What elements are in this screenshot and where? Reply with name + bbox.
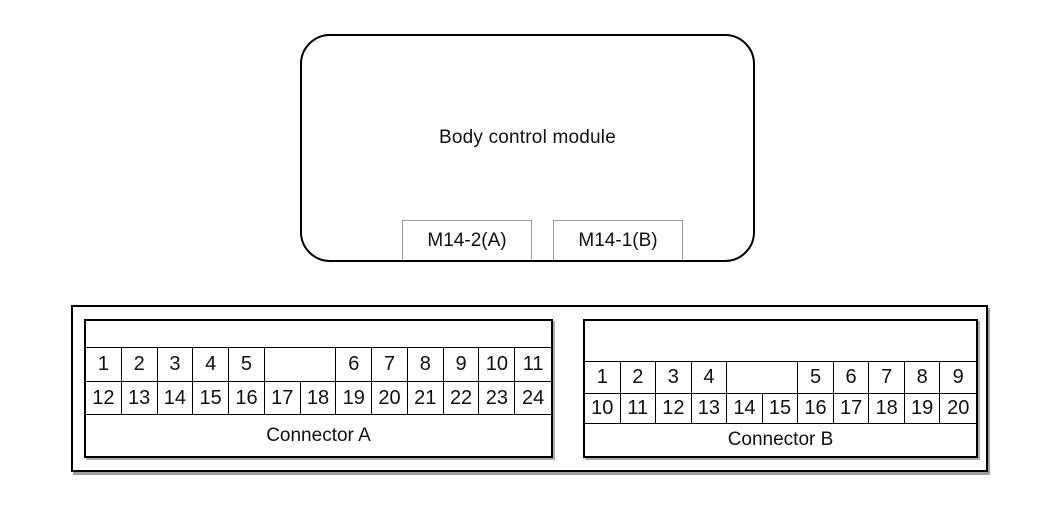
pin-b-8: 8 [905, 362, 941, 393]
connector-panel: 1 2 3 4 5 6 7 8 9 10 11 12 13 14 15 16 1… [71, 305, 988, 472]
pin-a-13: 13 [122, 382, 158, 414]
pin-b-5: 5 [798, 362, 834, 393]
pin-b-2: 2 [621, 362, 657, 393]
pin-a-5: 5 [229, 348, 265, 381]
pin-b-14: 14 [727, 394, 763, 423]
pin-b-9: 9 [952, 366, 964, 388]
pin-a-4: 4 [193, 348, 230, 381]
pin-a-17: 17 [265, 382, 301, 414]
connector-b-pin-row-2: 10 11 12 13 14 15 16 17 18 19 20 [585, 394, 976, 424]
connector-b-block: 1 2 3 4 5 6 7 8 9 10 11 12 13 14 15 16 1… [583, 319, 978, 458]
pin-b-4: 4 [692, 362, 728, 393]
pin-a-11: 11 [522, 353, 544, 375]
pin-b-6: 6 [834, 362, 870, 393]
pin-b-18: 18 [869, 394, 905, 423]
pin-a-21: 21 [408, 382, 444, 414]
module-connector-tag-label: M14-1(B) [578, 229, 658, 251]
pin-b-16: 16 [798, 394, 834, 423]
pin-a-14: 14 [158, 382, 194, 414]
pin-a-6: 6 [336, 348, 373, 381]
pin-a-9: 9 [444, 348, 480, 381]
pin-a-22: 22 [444, 382, 480, 414]
pin-b-15: 15 [763, 394, 799, 423]
pin-a-23: 23 [479, 382, 516, 414]
pin-a-8: 8 [408, 348, 444, 381]
connector-a-housing-strip [86, 321, 551, 348]
pin-a-20: 20 [372, 382, 408, 414]
pin-gap-b [727, 362, 799, 393]
pin-a-24: 24 [521, 386, 545, 409]
pin-b-13: 13 [692, 394, 728, 423]
pin-b-11: 11 [621, 394, 657, 423]
bcm-module-box: Body control module M14-2(A) M14-1(B) [300, 34, 755, 262]
connector-b-housing-strip [585, 321, 976, 362]
module-connector-tag-m14-1b: M14-1(B) [553, 220, 683, 260]
pin-a-1: 1 [86, 348, 122, 381]
pin-b-12: 12 [656, 394, 692, 423]
connector-b-pin-row-1: 1 2 3 4 5 6 7 8 9 [585, 362, 976, 394]
connector-b-label: Connector B [727, 429, 834, 450]
pin-a-3: 3 [158, 348, 194, 381]
pin-a-16: 16 [229, 382, 265, 414]
pin-a-18: 18 [301, 382, 337, 414]
bcm-module-title: Body control module [438, 127, 616, 148]
pin-b-7: 7 [869, 362, 905, 393]
pin-a-12: 12 [86, 382, 122, 414]
pin-a-10: 10 [479, 348, 516, 381]
pin-a-19: 19 [336, 382, 373, 414]
connector-a-pin-row-2: 12 13 14 15 16 17 18 19 20 21 22 23 24 [86, 382, 551, 415]
pin-b-17: 17 [834, 394, 870, 423]
pin-b-10: 10 [585, 394, 621, 423]
connector-a-label: Connector A [266, 424, 371, 446]
pin-gap-a [265, 348, 337, 381]
connector-a-block: 1 2 3 4 5 6 7 8 9 10 11 12 13 14 15 16 1… [84, 319, 553, 458]
pin-a-15: 15 [193, 382, 230, 414]
pin-a-2: 2 [122, 348, 158, 381]
pin-a-7: 7 [372, 348, 408, 381]
module-connector-tag-label: M14-2(A) [427, 229, 507, 251]
connector-a-pin-row-1: 1 2 3 4 5 6 7 8 9 10 11 [86, 348, 551, 382]
pin-b-1: 1 [585, 362, 621, 393]
pin-b-19: 19 [905, 394, 941, 423]
pin-b-3: 3 [656, 362, 692, 393]
module-connector-tag-m14-2a: M14-2(A) [402, 220, 532, 260]
pin-b-20: 20 [947, 397, 970, 419]
